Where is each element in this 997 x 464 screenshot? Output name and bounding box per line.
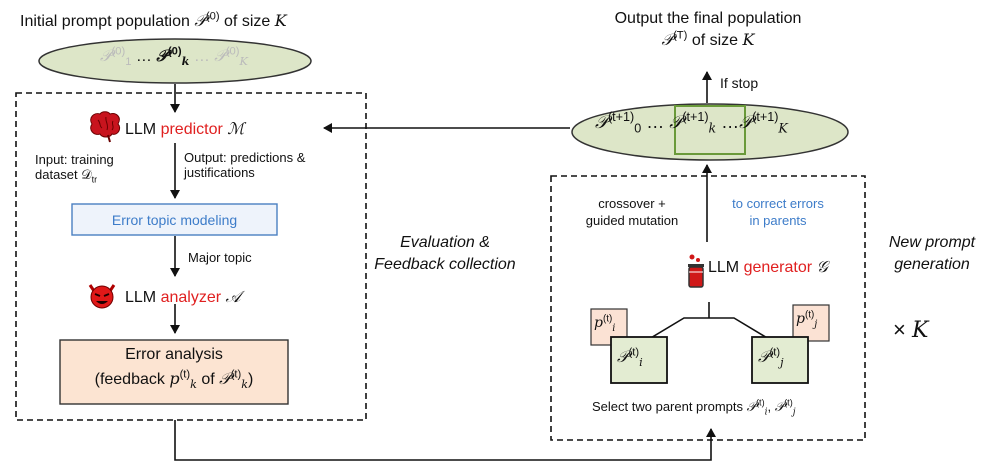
select-parents-label: Select two parent prompts 𝒫(t)i, 𝒫(t)j	[592, 397, 796, 418]
predictor-label: LLM predictor ℳ	[125, 119, 245, 138]
initial-population-members: 𝒫(0)1 … 𝒫(0)k … 𝒫(0)K	[100, 45, 248, 69]
initial-population-ellipse	[38, 38, 312, 84]
generator-label: LLM generator 𝒢	[708, 257, 828, 276]
major-topic-label: Major topic	[188, 250, 252, 265]
evaluation-label: Evaluation & Feedback collection	[374, 234, 516, 274]
error-topic-label: Error topic modeling	[111, 211, 238, 228]
output-label: Output: predictions & justifications	[184, 150, 306, 180]
output-final-label: Output the final population 𝒫(T) of size…	[614, 10, 802, 50]
brain-icon	[90, 111, 121, 143]
flask-icon	[688, 254, 704, 288]
new-prompt-label: New prompt generation	[888, 234, 976, 274]
parent-j-label: 𝒫(t)j	[758, 346, 784, 370]
analyzer-label: LLM analyzer 𝒜	[125, 287, 241, 306]
error-topic-box	[71, 203, 278, 236]
devil-icon	[88, 284, 116, 309]
times-k-label: × K	[893, 317, 929, 343]
next-population-ellipse	[571, 103, 849, 161]
correct-errors-label: to correct errors in parents	[732, 196, 824, 228]
next-population-members: 𝒫(t+1)0 … 𝒫(t+1)k …𝒫(t+1)K	[595, 110, 788, 136]
error-analysis-text: Error analysis (feedback p(t)k of 𝒫(t)k)	[94, 346, 254, 392]
error-analysis-box	[59, 339, 289, 405]
if-stop-label: If stop	[720, 75, 759, 91]
evaluation-panel	[15, 92, 367, 421]
input-label: Input: training dataset 𝒟tr	[35, 152, 114, 185]
crossover-label: crossover + guided mutation	[585, 196, 679, 228]
feedback-i-label: p(t)i	[594, 313, 616, 334]
parent-i-label: 𝒫(t)i	[617, 346, 643, 370]
initial-population-title: Initial prompt population 𝒫(0) of size K	[20, 10, 287, 30]
generation-panel	[550, 175, 866, 441]
parent-prompt-j	[751, 336, 809, 384]
parent-prompt-i	[610, 336, 668, 384]
feedback-note-j	[792, 304, 830, 342]
feedback-j-label: p(t)j	[796, 309, 818, 330]
selected-prompt-highlight	[674, 105, 746, 155]
